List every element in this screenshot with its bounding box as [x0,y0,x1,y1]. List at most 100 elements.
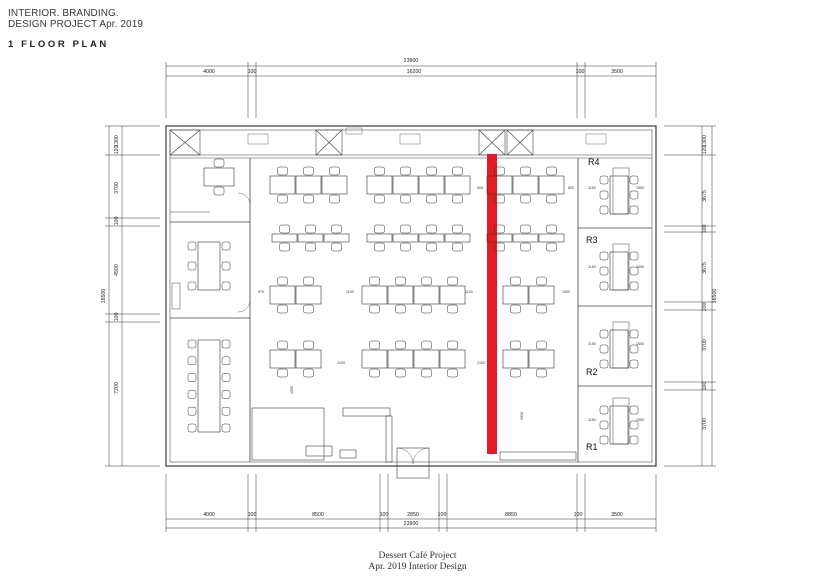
table [269,285,296,305]
right-rooms [577,158,652,462]
dim-top-seg-5: 3500 [611,69,623,75]
chair [187,261,197,271]
chair [277,276,288,286]
chair [520,224,531,234]
table [295,349,322,369]
plan-title: 1 FLOOR PLAN [8,39,109,50]
dim-bottom-seg-8: 100 [574,512,583,518]
chair [374,224,385,234]
chair [374,166,385,176]
chair [629,435,639,445]
table [295,285,322,305]
chair [629,205,639,215]
dim-int-13: 1550 [636,186,644,190]
dim-bottom-seg-1: 4000 [203,512,215,518]
chair [400,166,411,176]
dim-left-seg-6: 100 [114,313,120,322]
header-block: INTERIOR. BRANDING. DESIGN PROJECT Apr. … [8,8,143,30]
table [486,233,513,243]
chair [599,329,609,339]
chair [303,166,314,176]
table-groups [187,158,639,445]
chair [305,242,316,252]
dim-right-seg-7: 3700 [702,339,708,351]
chair [536,276,547,286]
chair [213,186,225,196]
table [323,233,350,243]
table [609,405,629,445]
chair [277,166,288,176]
chair [599,175,609,185]
chair [510,276,521,286]
chair [331,242,342,252]
table [538,233,565,243]
chair [520,194,531,204]
table [297,233,324,243]
chair [629,359,639,369]
table [439,285,466,305]
chair [221,423,231,433]
chair [221,241,231,251]
table [609,175,629,215]
chair [510,340,521,350]
chair [536,368,547,378]
chair [447,340,458,350]
dim-top-total: 23900 [404,58,419,64]
chair [629,405,639,415]
chair [221,261,231,271]
chair [546,166,557,176]
table [366,233,393,243]
chair [395,276,406,286]
chair [494,166,505,176]
table [444,233,471,243]
table [269,349,296,369]
footer: Dessert Café Project Apr. 2019 Interior … [0,551,835,573]
chair [395,304,406,314]
chair [187,406,197,416]
table [197,241,221,291]
chair [494,194,505,204]
chair [400,194,411,204]
chair [452,166,463,176]
table [197,339,221,433]
chair [510,368,521,378]
chair [187,423,197,433]
chair [599,359,609,369]
table [271,233,298,243]
dim-right-seg-6: 100 [702,303,708,312]
table [418,233,445,243]
chair [221,356,231,366]
room-label-r1: R1 [586,442,598,452]
chair [221,281,231,291]
chair [303,340,314,350]
chair [369,276,380,286]
table [528,349,555,369]
chair [599,435,609,445]
table [538,175,565,195]
table [486,175,513,195]
chair [452,224,463,234]
dim-int-5: 1100 [465,290,473,294]
chair [520,166,531,176]
dim-int-10: 1150 [588,265,596,269]
chair [221,406,231,416]
dim-bottom-seg-7: 8850 [505,512,517,518]
table [321,175,348,195]
chair [447,368,458,378]
chair [599,281,609,291]
chair [187,356,197,366]
header-line-2: DESIGN PROJECT Apr. 2019 [8,19,144,30]
room-label-r3: R3 [586,235,598,245]
table [392,175,419,195]
chair [421,276,432,286]
chair [221,339,231,349]
dim-right-seg-4: 100 [702,225,708,234]
table [203,167,235,187]
chair [426,194,437,204]
chair [400,242,411,252]
dimension-lines [105,62,716,532]
chair [536,340,547,350]
chair [395,340,406,350]
chair [279,242,290,252]
dim-left-seg-4: 100 [114,217,120,226]
